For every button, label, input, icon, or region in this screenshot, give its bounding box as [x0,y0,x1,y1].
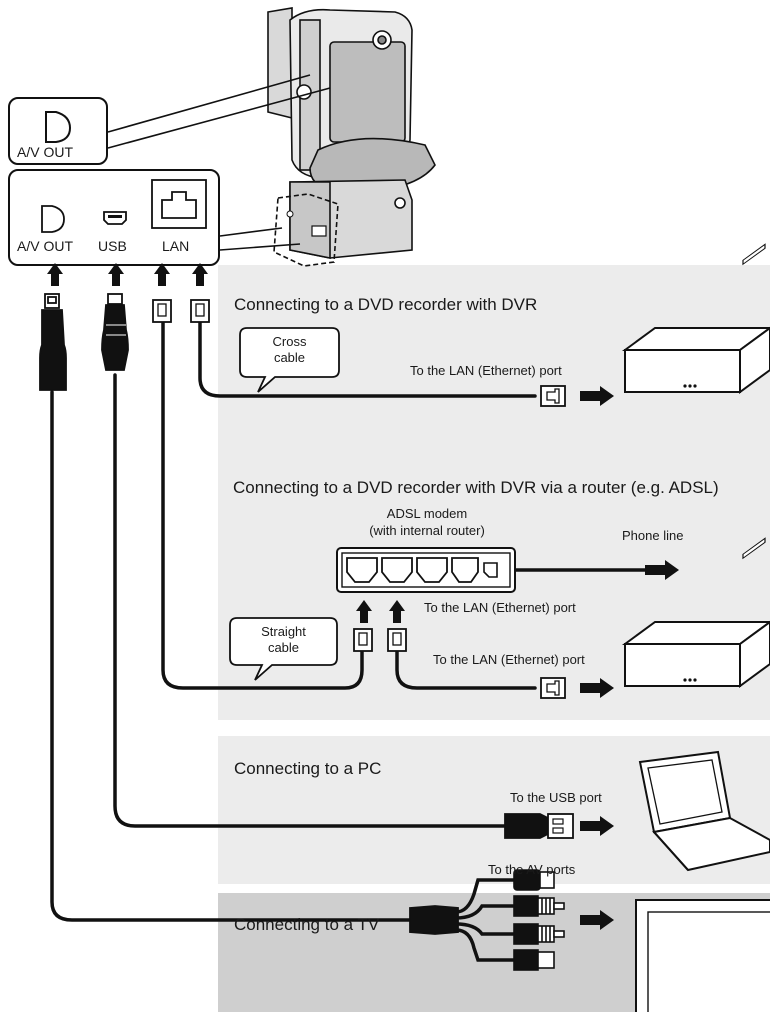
tv-icon [635,899,770,1017]
cradle-port-highlight [273,193,339,267]
lan-plug-1-icon [152,299,172,323]
cables [50,320,647,962]
dvd-direct-title: Connecting to a DVD recorder with DVR [234,295,538,314]
phone-line-label: Phone line [622,528,684,543]
router-port-label: To the LAN (Ethernet) port [424,600,576,615]
usb-label: USB [98,238,127,254]
usb-arrow-icon [108,263,124,286]
av-out-label: A/V OUT [17,238,74,254]
adsl-modem-label: ADSL modem (with internal router) [369,506,485,538]
camcorder-illustration [267,7,436,259]
straight-cable-label: Straight cable [261,624,306,655]
router-plug-1-icon [353,628,373,652]
router-lan-connector-icon [540,677,566,699]
dvd-router-title: Connecting to a DVD recorder with DVR vi… [233,478,719,497]
av-out-port-icon [45,111,72,143]
av-plug [39,293,67,391]
cross-cable-label: Cross cable [272,334,307,365]
pc-port-label: To the USB port [510,790,602,805]
cross-cable-bubble [239,327,340,393]
dvd-router-port-label: To the LAN (Ethernet) port [433,652,585,667]
usb-plug [101,293,129,371]
pc-title: Connecting to a PC [234,759,382,778]
lan-connector-icon [540,385,566,407]
straight-cable-bubble [229,617,338,681]
adsl-modem-icon [336,547,516,593]
router-plug-2-icon [387,628,407,652]
laptop-icon [638,750,770,872]
av-out-jack-icon [41,205,65,233]
tv-title: Connecting to a TV [234,915,380,934]
av-out-callout-label: A/V OUT [17,144,74,160]
usb-pc-plug [504,813,574,839]
av-cable-splitter [409,905,459,935]
lan-arrow-1-icon [154,263,170,286]
dvd-direct-port-label: To the LAN (Ethernet) port [410,363,562,378]
lan-arrow-2-icon [192,263,208,286]
tv-port-label: To the AV ports [488,862,576,877]
lan-plug-2-icon [190,299,210,323]
av-out-arrow-icon [47,263,63,286]
av-plugs-icon [513,869,565,971]
lan-label: LAN [162,238,190,254]
